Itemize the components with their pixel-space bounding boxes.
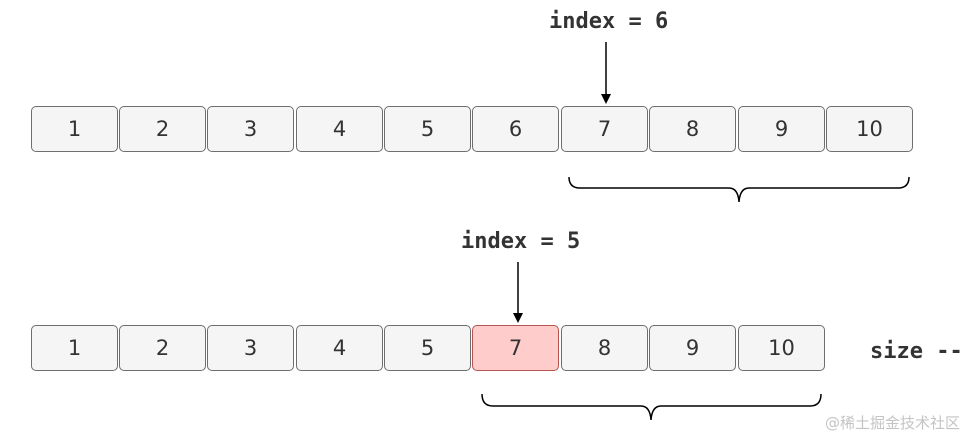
row1-cell: 3 xyxy=(207,106,294,152)
row1-index-label: index = 6 xyxy=(549,9,669,34)
row1-cell: 4 xyxy=(296,106,383,152)
row2-cell: 4 xyxy=(296,325,383,371)
row2-highlighted-cell: 7 xyxy=(472,325,559,371)
row1-cell: 5 xyxy=(384,106,471,152)
row1-brace xyxy=(568,176,910,203)
row2-cell: 5 xyxy=(384,325,471,371)
row1-cell: 1 xyxy=(31,106,118,152)
row2-cell: 8 xyxy=(561,325,648,371)
row2-brace xyxy=(481,393,822,421)
row1-cell: 10 xyxy=(826,106,913,152)
row1-cell: 7 xyxy=(561,106,648,152)
size-decrement-label: size -- xyxy=(870,339,963,364)
row1-cell: 9 xyxy=(738,106,825,152)
watermark: @稀土掘金技术社区 xyxy=(824,414,960,432)
row2-cell: 9 xyxy=(649,325,736,371)
row2-cell: 1 xyxy=(31,325,118,371)
row1-cell: 6 xyxy=(472,106,559,152)
row1-cell: 2 xyxy=(119,106,206,152)
row2-cell: 10 xyxy=(738,325,825,371)
row2-index-label: index = 5 xyxy=(461,229,581,254)
row2-cell: 2 xyxy=(119,325,206,371)
row1-cell: 8 xyxy=(649,106,736,152)
row2-cell: 3 xyxy=(207,325,294,371)
